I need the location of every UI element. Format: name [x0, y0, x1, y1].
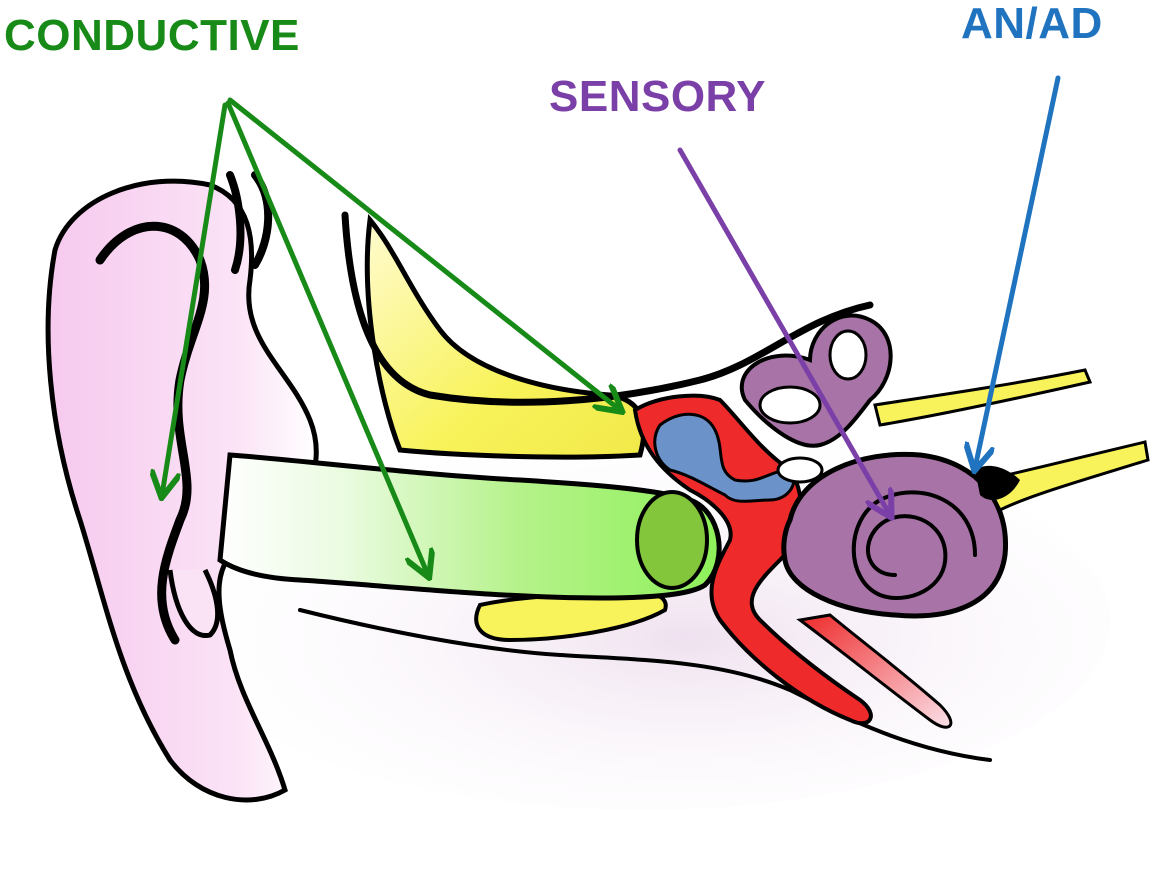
canal-loop-1	[760, 387, 820, 423]
an-ad-arrow	[975, 78, 1058, 468]
semicircular-canals	[742, 316, 891, 446]
vestibular-nerve	[875, 370, 1090, 425]
eardrum	[637, 492, 707, 588]
temporal-bone-upper	[367, 220, 643, 457]
canal-loop-2	[830, 331, 866, 379]
